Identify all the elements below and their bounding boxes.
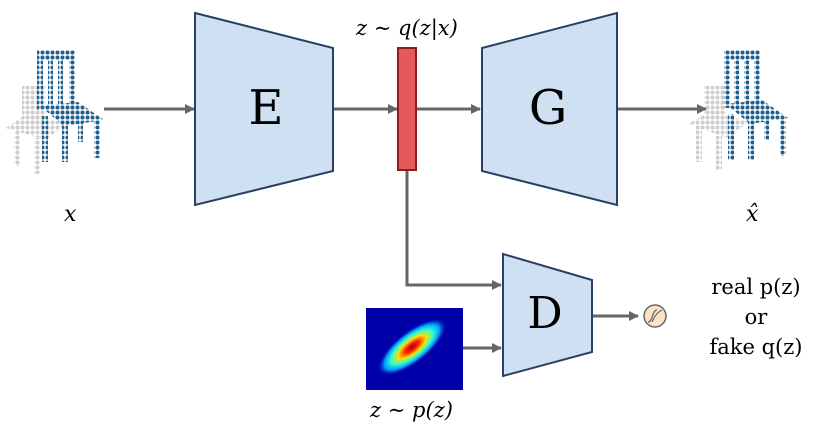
input-chair-shadow: [6, 86, 66, 174]
output-xhat-label: x̂: [746, 202, 759, 227]
latent-code-bar: [397, 47, 417, 171]
generator-letter: G: [528, 80, 568, 136]
decision-real-label: real p(z): [711, 275, 801, 299]
decision-fake-label: fake q(z): [709, 335, 803, 359]
arrows: [104, 104, 707, 353]
encoder-letter: E: [248, 80, 284, 136]
arrow-latent-to-discriminator: [405, 170, 502, 290]
encoder-block: [194, 11, 334, 207]
prior-distribution-heatmap: [366, 308, 463, 390]
input-x-label: x: [64, 202, 77, 227]
posterior-label: z ∼ q(z|x): [356, 16, 458, 40]
output-chair-body: [724, 50, 788, 160]
decision-or-label: or: [744, 305, 768, 329]
discriminator-letter: D: [527, 288, 563, 339]
output-chair-pointcloud: [688, 50, 788, 170]
generator-block: [481, 11, 618, 207]
prior-label: z ∼ p(z): [370, 398, 453, 422]
sigmoid-icon: [643, 304, 667, 328]
input-chair-body: [37, 50, 104, 162]
discriminator-block: [502, 252, 593, 378]
input-chair-pointcloud: [6, 50, 104, 174]
